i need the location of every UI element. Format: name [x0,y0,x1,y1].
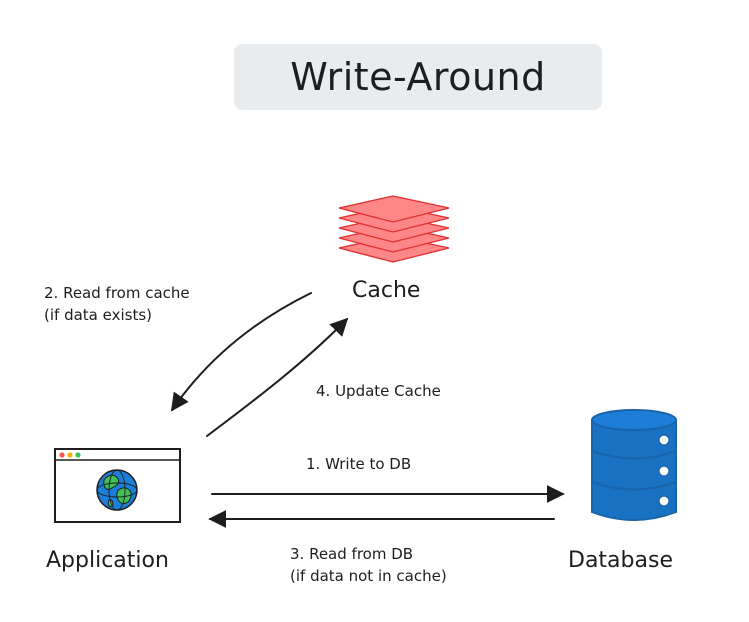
window-maximize-dot [75,452,81,458]
title-box [234,44,602,110]
write-to-db-label: 1. Write to DB [306,455,412,473]
read-from-cache-line1: 2. Read from cache [44,284,190,302]
read-from-cache-line2: (if data exists) [44,306,152,324]
database-cylinder-icon [591,409,677,521]
read-from-cache-arrow [170,292,312,412]
database-label: Database [568,548,673,573]
update-cache-label: 4. Update Cache [316,382,441,400]
window-minimize-dot [67,452,73,458]
diagram-title: Write-Around [290,55,546,99]
application-window-icon [54,448,181,523]
read-from-db-line2: (if data not in cache) [290,567,447,585]
cache-label: Cache [352,278,421,303]
read-from-cache-label: 2. Read from cache (if data exists) [44,282,190,326]
update-cache-arrow [206,317,349,437]
application-label: Application [46,548,169,573]
cache-layers-icon [338,195,450,263]
globe-icon [96,469,138,511]
read-from-db-label: 3. Read from DB (if data not in cache) [290,543,447,587]
window-close-dot [59,452,65,458]
read-from-db-line1: 3. Read from DB [290,545,414,563]
